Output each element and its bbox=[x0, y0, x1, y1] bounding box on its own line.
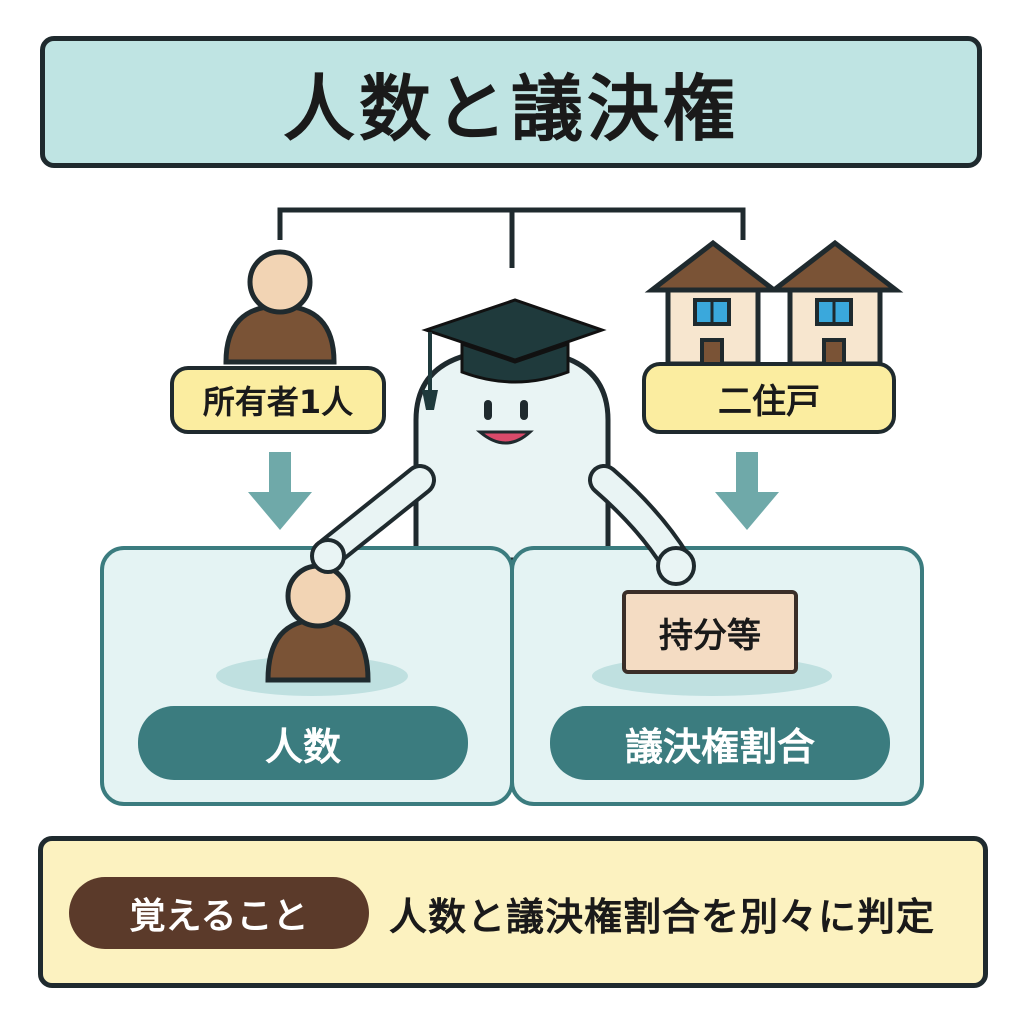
connector-lines bbox=[277, 207, 746, 268]
memo-box: 覚えること 人数と議決権割合を別々に判定 bbox=[38, 836, 988, 988]
person-icon bbox=[223, 249, 337, 365]
voting-ratio-label: 議決権割合 bbox=[550, 706, 890, 780]
person-icon bbox=[265, 563, 371, 683]
mascot-arms bbox=[310, 464, 696, 586]
owner-label: 所有者1人 bbox=[170, 366, 386, 434]
shares-sign: 持分等 bbox=[622, 590, 798, 674]
mascot-character bbox=[413, 298, 611, 563]
memo-badge: 覚えること bbox=[69, 877, 369, 949]
arrow-down-icon-left bbox=[248, 452, 312, 530]
arrow-down-icon-right bbox=[715, 452, 779, 530]
units-label: 二住戸 bbox=[642, 362, 896, 434]
page-title: 人数と議決権 bbox=[282, 66, 739, 151]
graduation-cap-icon bbox=[421, 298, 607, 410]
headcount-label: 人数 bbox=[138, 706, 468, 780]
houses-icon bbox=[644, 239, 904, 367]
title-banner: 人数と議決権 bbox=[40, 36, 982, 168]
memo-text: 人数と議決権割合を別々に判定 bbox=[389, 894, 936, 939]
